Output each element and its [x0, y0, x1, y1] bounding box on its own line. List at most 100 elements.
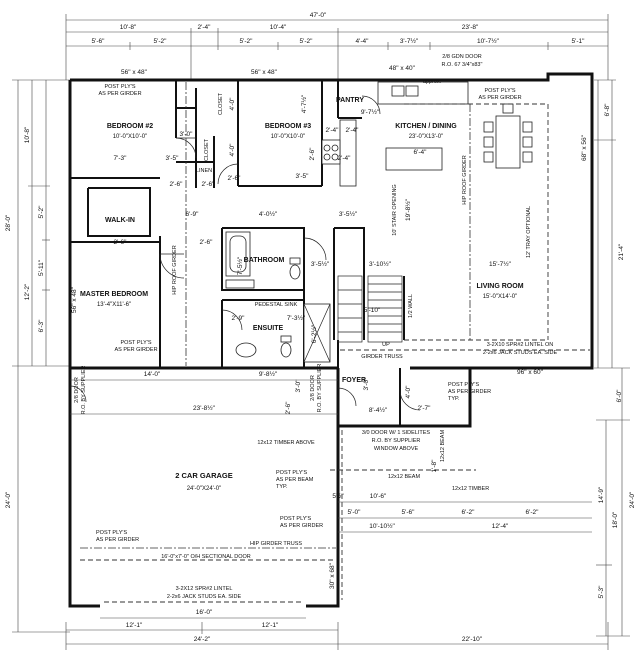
dim-left-5-2: 5'-2" — [38, 205, 45, 219]
dim-sub-3: 5'-2" — [240, 38, 254, 45]
note-door-mid-b: R.O. BY SUPPLIER — [317, 364, 323, 413]
dim-left-6-3: 6'-3" — [38, 319, 45, 333]
dim-d26: 15'-7½" — [489, 260, 512, 268]
dim-top-gap: 2'-4" — [198, 24, 212, 31]
dim-top-mid: 10'-4" — [270, 24, 287, 31]
room-garage-size: 24'-0"X24'-0" — [187, 486, 222, 492]
left-dimension-lines — [12, 79, 70, 633]
note-post5b: AS PER BEAM — [276, 477, 314, 483]
window-w4: 56" x 48" — [71, 286, 78, 313]
dim-d12: 9'-7½" — [361, 108, 380, 116]
note-post2: POST PLY'S — [484, 88, 515, 94]
dim-sub-5: 4'-4" — [356, 38, 370, 45]
window-w3: 48" x 40" — [389, 65, 416, 72]
dim-d23: 3'-5½" — [311, 260, 330, 268]
dim-d39: 2'-6" — [285, 401, 292, 415]
dim-left-12-2: 12'-2" — [24, 283, 31, 300]
dim-d49: 16'-0" — [196, 609, 213, 616]
note-lintel1b: 2-2x6 JACK STUDS EA. SIDE — [483, 350, 558, 356]
note-post3: POST PLY'S — [120, 340, 151, 346]
dim-right-18: 18'-0" — [612, 511, 619, 528]
dim-bottom-12-1-b: 12'-1" — [262, 622, 279, 629]
note-tray-optional: 12' TRAY OPTIONAL — [526, 206, 532, 258]
room-ensuite: ENSUITE — [253, 325, 284, 332]
label-linen: LINEN — [196, 168, 212, 174]
note-beam1: 12x12 BEAM — [440, 430, 446, 463]
note-gdn-door: 2/8 GDN DOOR — [442, 54, 481, 60]
room-bedroom2-name: BEDROOM #2 — [107, 123, 153, 130]
dim-bottom-22-10: 22'-10" — [462, 636, 483, 643]
note-oh-door: 16'-0"x7'-0" O/H SECTIONAL DOOR — [161, 554, 251, 560]
dim-d20: 2'-6" — [200, 239, 214, 246]
dim-right-5-3: 5'-3" — [598, 585, 605, 599]
note-approx: approx. — [423, 79, 442, 85]
dim-d29: 7'-3½" — [287, 314, 306, 322]
dim-d28: 2'-9" — [232, 315, 246, 322]
dim-d5: 2'-6" — [202, 181, 216, 188]
window-w6: 96" x 60" — [517, 369, 544, 376]
note-post6: POST PLY'S — [280, 516, 311, 522]
label-closet: CLOSET — [218, 92, 224, 115]
label-pedestal-sink: PEDESTAL SINK — [255, 302, 298, 308]
room-pantry: PANTRY — [336, 97, 364, 104]
note-post7b: AS PER GIRDER — [96, 537, 139, 543]
room-bedroom2-size: 10'-0"X10'-0" — [113, 134, 148, 140]
dim-d37: 4'-0" — [405, 385, 412, 399]
dim-d27: 5'-10" — [364, 307, 381, 314]
dim-sub-1: 5'-6" — [92, 38, 106, 45]
dim-d31: 14'-0" — [144, 371, 161, 378]
bottom-dimension-lines — [65, 622, 609, 650]
window-w2: 56" x 48" — [251, 69, 278, 76]
dim-d41: 5½" — [332, 492, 344, 500]
interior-walls — [70, 80, 405, 426]
dim-d46: 6'-2" — [526, 509, 540, 516]
note-beam2: 12x12 BEAM — [388, 474, 421, 480]
dim-d2: 3'-5" — [166, 155, 180, 162]
note-hip-roof-girder: HIP ROOF GIRDER — [172, 245, 178, 294]
note-hip-roof-girder-2: HIP ROOF GIRDER — [462, 155, 468, 204]
window-w1: 56" x 48" — [121, 69, 148, 76]
note-post5: POST PLY'S — [276, 470, 307, 476]
room-garage-name: 2 CAR GARAGE — [175, 471, 233, 480]
note-post5c: TYP. — [276, 484, 288, 490]
window-w5: 68" x 56" — [581, 134, 588, 161]
dim-d35: 8'-4½" — [369, 406, 388, 414]
note-door-left-b: R.O. BY SUPPLIER — [81, 366, 87, 415]
porch-dimension-lines — [70, 379, 592, 619]
dim-d11: 2'-4" — [346, 127, 360, 134]
room-kitchen-size: 23'-0"X13'-0" — [409, 134, 444, 140]
dim-d42: 10'-6" — [370, 493, 387, 500]
room-kitchen-name: KITCHEN / DINING — [395, 123, 457, 130]
top-dimension-lines — [65, 14, 609, 80]
dim-d8: 4'-0" — [229, 143, 236, 157]
dim-overall-width: 47'-0" — [310, 12, 327, 19]
note-girder-truss: GIRDER TRUSS — [361, 354, 403, 360]
structure-lines — [80, 82, 590, 603]
dim-right-21-4: 21'-4" — [618, 243, 625, 260]
label-up: UP — [382, 342, 390, 348]
dim-d32: 9'-8½" — [259, 370, 278, 378]
room-foyer: FOYER — [342, 377, 366, 384]
note-post3b: AS PER GIRDER — [114, 347, 157, 353]
dim-d38: 1'-8" — [431, 459, 438, 473]
dim-d44: 5'-6" — [402, 509, 416, 516]
note-lintel2b: 2-2x6 JACK STUDS EA. SIDE — [167, 594, 242, 600]
stairs — [337, 275, 403, 343]
window-w7: 30" x 68" — [329, 562, 336, 589]
label-half-wall: 1/2 WALL — [408, 294, 414, 318]
room-master-name: MASTER BEDROOM — [80, 291, 148, 298]
dim-d34: 23'-8½" — [193, 404, 216, 412]
dim-d6: 2'-6" — [228, 175, 242, 182]
dim-right-6-0: 6'-0" — [616, 389, 623, 403]
note-stair-opening: 10' STAIR OPENING — [392, 184, 398, 235]
room-bathroom: BATHROOM — [244, 257, 285, 264]
room-bedroom3-name: BEDROOM #3 — [265, 123, 311, 130]
note-post1: POST PLY'S — [104, 84, 135, 90]
dim-bottom-24-2: 24'-2" — [194, 636, 211, 643]
dim-sub-7: 10'-7½" — [477, 37, 500, 45]
dim-d4: 2'-6" — [170, 181, 184, 188]
note-post4b: AS PER GIRDER — [448, 389, 491, 395]
dim-d24: 3'-10½" — [369, 260, 392, 268]
note-door-main: 3/0 DOOR W/ 1 SIDELITES — [362, 430, 430, 436]
